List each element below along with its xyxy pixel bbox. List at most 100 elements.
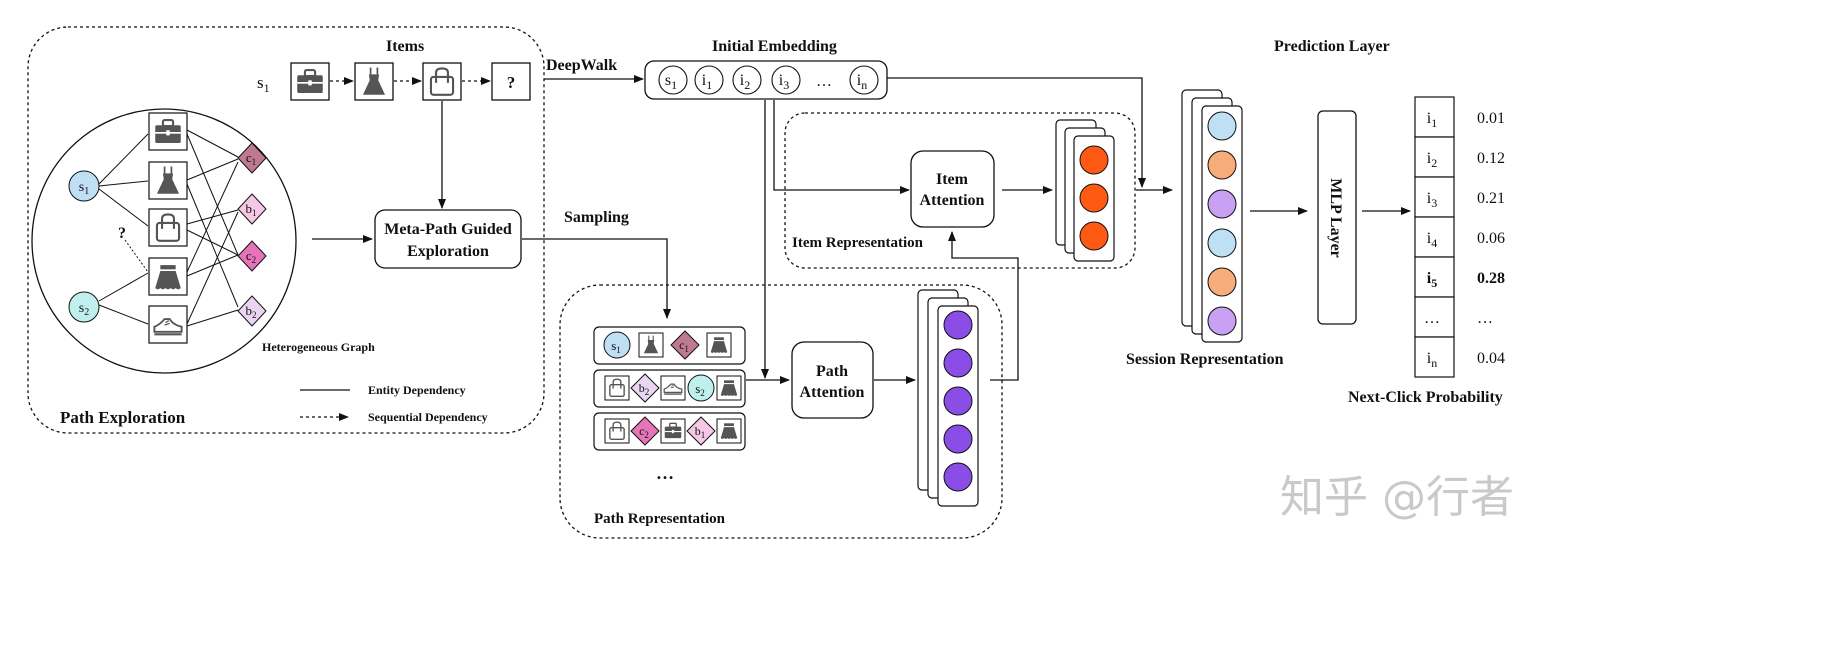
prediction-item-5: i5	[1427, 270, 1437, 290]
graph-attr-c2	[237, 240, 267, 272]
prediction-prob-5: 0.28	[1477, 270, 1505, 287]
path-attention-line1: Path	[816, 363, 848, 380]
graph-session-s2	[68, 291, 100, 323]
legend-sequential-label: Sequential Dependency	[368, 410, 488, 424]
path-exploration-region	[27, 26, 545, 434]
path-session-node	[687, 374, 715, 402]
item-vector-stack	[1055, 119, 1115, 262]
graph-items	[148, 112, 188, 344]
session-representation-label: Session Representation	[1126, 351, 1284, 368]
path-vector-stack	[917, 289, 979, 507]
graph-attr-b2	[237, 295, 267, 327]
graph-session-s2-label: s2	[79, 301, 89, 318]
meta-path-guided-exploration-box	[374, 209, 522, 269]
graph-unknown-mark: ?	[118, 225, 126, 242]
embedding-node-s1	[658, 65, 688, 95]
prediction-prob-3: 0.21	[1477, 190, 1505, 207]
graph-attr-c1	[237, 142, 267, 174]
more-paths-ellipsis: …	[656, 463, 674, 483]
path-attr-node	[630, 373, 660, 403]
graph-session-s1	[68, 170, 100, 202]
embedding-node-label-i3: i3	[779, 72, 789, 92]
path-exploration-label: Path Exploration	[60, 408, 186, 427]
session-vector-cell	[1207, 111, 1237, 141]
prediction-item-6: …	[1424, 310, 1440, 327]
path-attr-label: b1	[695, 424, 706, 440]
prediction-prob-6: …	[1477, 310, 1493, 327]
embedding-ellipsis: …	[816, 73, 832, 90]
graph-attr-b1	[237, 193, 267, 225]
prediction-cell	[1414, 96, 1455, 138]
prediction-prob-4: 0.06	[1477, 230, 1505, 247]
path-representation-region	[559, 284, 1003, 539]
item-attention-box	[910, 150, 995, 228]
meta-path-title-line2: Exploration	[407, 243, 489, 260]
items-label: Items	[386, 38, 424, 55]
items-row-unknown	[491, 62, 531, 101]
session-vector-cell	[1207, 150, 1237, 180]
embedding-node-i1	[694, 65, 724, 95]
embedding-to-item-attention-arrow	[773, 100, 910, 194]
mlp-layer-box	[1317, 110, 1357, 325]
deepwalk-label: DeepWalk	[546, 57, 617, 74]
graph-attr-b1-label: b1	[246, 201, 257, 218]
path-session-node	[603, 331, 631, 359]
embedding-node-label-i2: i2	[740, 72, 750, 92]
graph-edges	[98, 129, 239, 327]
prediction-prob-2: 0.12	[1477, 150, 1505, 167]
prediction-cell	[1414, 296, 1455, 338]
path-session-label: s1	[611, 338, 621, 355]
graph-attr-b2-label: b2	[246, 303, 257, 320]
path-representation-label: Path Representation	[594, 511, 726, 527]
path-attr-label: b2	[639, 381, 650, 397]
embedding-node-in	[849, 65, 879, 95]
prediction-item-4: i4	[1427, 230, 1437, 250]
legend-entity-label: Entity Dependency	[368, 383, 466, 397]
embedding-node-label-s1: s1	[665, 72, 677, 92]
session-vector-cell	[1207, 189, 1237, 219]
prediction-cell	[1414, 216, 1455, 258]
prediction-item-1: i1	[1427, 110, 1437, 130]
embedding-node-i2	[732, 65, 762, 95]
mlp-layer-label: MLP Layer	[1327, 178, 1344, 258]
item-representation-region	[784, 112, 1136, 269]
sampling-arrow	[522, 238, 671, 319]
graph-attr-c2-label: c2	[246, 248, 256, 265]
unknown-item-mark: ?	[507, 73, 516, 92]
prediction-layer-label: Prediction Layer	[1274, 38, 1390, 55]
path-attr-node	[630, 416, 660, 446]
path-attention-box	[791, 341, 874, 419]
embedding-node-i3	[771, 65, 801, 95]
session-vector-cell	[1207, 306, 1237, 336]
initial-embedding-label: Initial Embedding	[712, 38, 837, 55]
prediction-prob-1: 0.01	[1477, 110, 1505, 127]
prediction-cell	[1414, 256, 1455, 298]
path-attr-node	[686, 416, 716, 446]
embedding-node-label-i1: i1	[702, 72, 712, 92]
item-attention-line1: Item	[936, 171, 969, 188]
prediction-item-3: i3	[1427, 190, 1437, 210]
path-attention-line2: Attention	[800, 384, 865, 401]
prediction-cell	[1414, 176, 1455, 218]
path-item-box	[660, 375, 686, 401]
graph-attributes: c1 b1 c2 b2	[237, 142, 267, 327]
path-attr-node	[670, 330, 700, 360]
item-attention-line2: Attention	[920, 192, 985, 209]
prediction-prob-7: 0.04	[1477, 350, 1505, 367]
prediction-cell	[1414, 136, 1455, 178]
next-click-probability-label: Next-Click Probability	[1348, 389, 1503, 406]
path-attr-label: c1	[679, 338, 689, 354]
prediction-item-2: i2	[1427, 150, 1437, 170]
prediction-cell	[1414, 336, 1455, 378]
meta-path-title-line1: Meta-Path Guided	[384, 221, 512, 238]
sampling-label: Sampling	[564, 209, 629, 226]
item-representation-label: Item Representation	[792, 235, 924, 251]
heterogeneous-graph-label: Heterogeneous Graph	[262, 340, 375, 354]
session-vector-cells	[1207, 111, 1237, 336]
graph-attr-c1-label: c1	[246, 150, 256, 167]
path-attr-label: c2	[639, 424, 649, 440]
